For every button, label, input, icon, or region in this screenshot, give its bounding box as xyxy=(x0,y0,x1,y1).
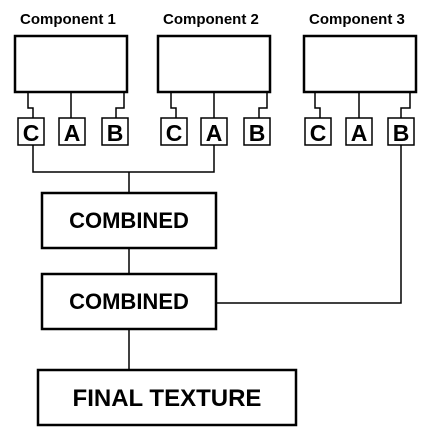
channel-label-a: A xyxy=(206,120,223,146)
channel-label-c: C xyxy=(166,120,183,146)
component-2-box xyxy=(156,34,272,94)
channel-label-b: B xyxy=(107,120,124,146)
connectors xyxy=(27,92,411,370)
channel-label-a: A xyxy=(351,120,368,146)
channel-label-c: C xyxy=(310,120,327,146)
final-texture-box xyxy=(36,368,298,427)
component-1: Component 1 C A B xyxy=(13,11,129,146)
connector-c3-b xyxy=(400,92,411,118)
channel-label-b: B xyxy=(393,120,410,146)
component-3: Component 3 C A B xyxy=(302,11,418,146)
component-1-channel-a: A xyxy=(58,117,86,146)
component-1-channel-connectors xyxy=(27,92,125,118)
combined-2: COMBINED xyxy=(40,272,218,331)
component-1-channel-c: C xyxy=(17,117,45,146)
component-3-box xyxy=(302,34,418,94)
component-1-label: Component 1 xyxy=(20,11,116,28)
connector-c1-c xyxy=(27,92,34,118)
connector-c3-b-to-combined-2 xyxy=(216,145,402,304)
final-texture-label: FINAL TEXTURE xyxy=(73,385,262,412)
component-2-channel-connectors xyxy=(170,92,268,118)
component-2-channel-b: B xyxy=(243,117,271,146)
component-2-channel-a: A xyxy=(200,117,228,146)
channel-label-a: A xyxy=(64,120,81,146)
component-3-channel-connectors xyxy=(314,92,411,118)
connector-merge-bus xyxy=(32,145,215,173)
component-3-channel-c: C xyxy=(304,117,332,146)
connector-c3-c xyxy=(314,92,321,118)
combined-1: COMBINED xyxy=(40,191,218,250)
combined-2-box xyxy=(40,272,218,331)
component-2-label: Component 2 xyxy=(163,11,259,28)
component-1-box xyxy=(13,34,129,94)
channel-label-b: B xyxy=(249,120,266,146)
component-3-label: Component 3 xyxy=(309,11,405,28)
merge-to-combined-1 xyxy=(32,145,215,193)
channel-label-c: C xyxy=(23,120,40,146)
connector-c2-b xyxy=(258,92,268,118)
connector-c1-b xyxy=(115,92,125,118)
component-2-channel-c: C xyxy=(160,117,188,146)
component-3-channel-b: B xyxy=(387,117,415,146)
combined-1-box xyxy=(40,191,218,250)
connector-c2-c xyxy=(170,92,177,118)
combined-1-label: COMBINED xyxy=(69,208,189,233)
combined-2-label: COMBINED xyxy=(69,289,189,314)
component-2: Component 2 C A B xyxy=(156,11,272,146)
component-3-channel-a: A xyxy=(345,117,373,146)
final-texture: FINAL TEXTURE xyxy=(36,368,298,427)
component-1-channel-b: B xyxy=(101,117,129,146)
